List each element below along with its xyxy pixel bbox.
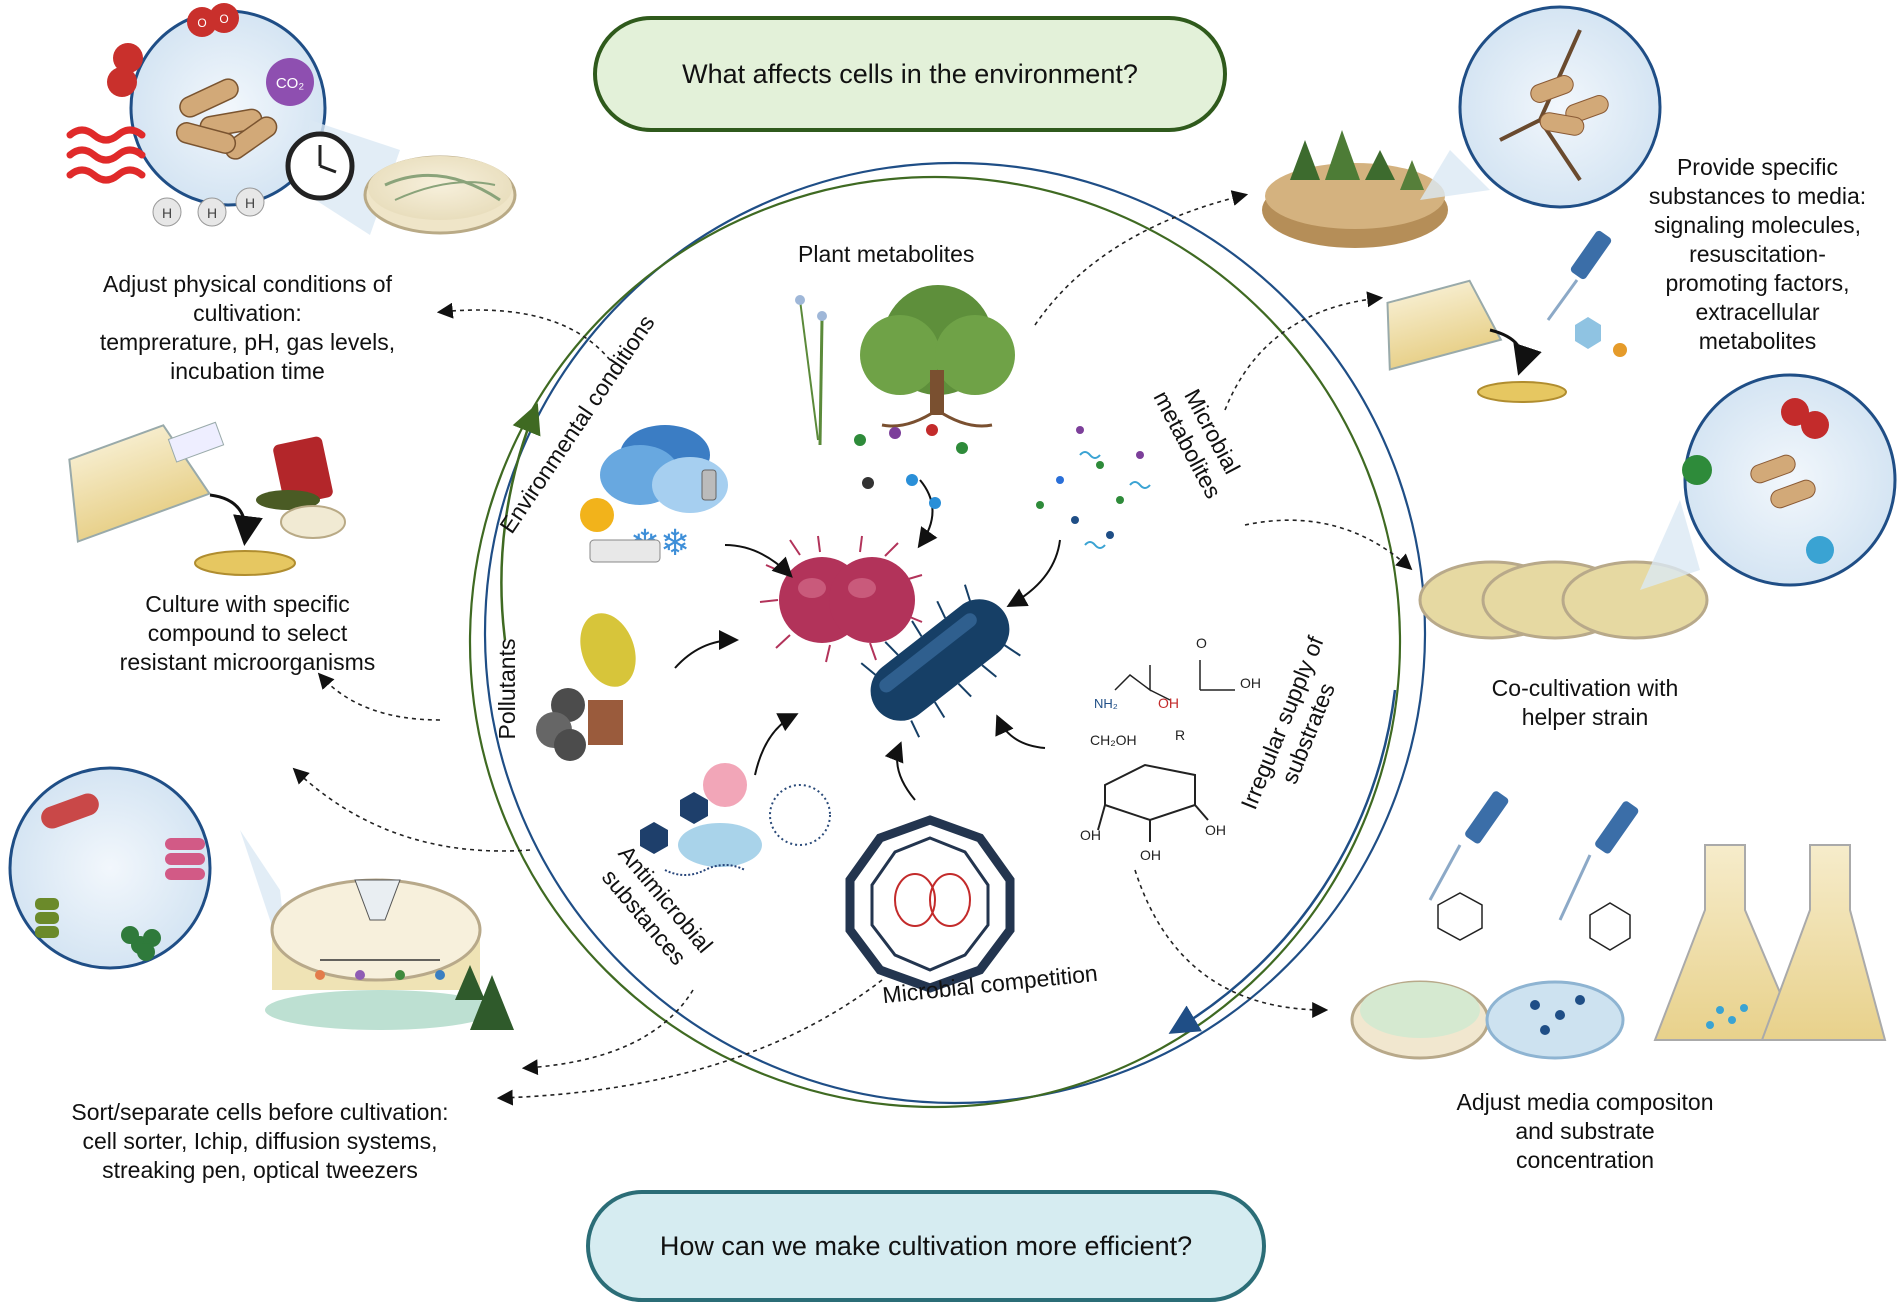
question-top: What affects cells in the environment?: [593, 16, 1227, 132]
hydrogen-label: H: [162, 205, 172, 221]
media-dishes-icon: [1350, 980, 1625, 1060]
question-bottom: How can we make cultivation more efficie…: [586, 1190, 1266, 1302]
oxygen-label: O: [219, 12, 228, 26]
amino-acid-structure-icon: [1114, 660, 1235, 701]
influence-arrows: [674, 479, 1061, 801]
label-co-cultivation: Co-cultivation with helper strain: [1491, 675, 1679, 730]
label-plant-metabolites: Plant metabolites: [798, 241, 975, 267]
pipette-icon: [1546, 230, 1627, 357]
sorting-dish-icon: [265, 878, 514, 1030]
label-adjust-media: Adjust media compositon and substrate co…: [1456, 1089, 1714, 1173]
hydroxyl-label: OH: [1140, 847, 1161, 863]
strategy-arrows: [292, 190, 1413, 1106]
oxygen-label: O: [197, 16, 206, 30]
hydroxyl-label: OH: [1158, 695, 1179, 711]
label-provide-substances: Provide specific substances to media: si…: [1648, 154, 1867, 354]
oxygen-atom-label: O: [1196, 635, 1207, 651]
label-pollutants: Pollutants: [494, 638, 520, 740]
hydrogen-icon: H H H: [152, 187, 265, 227]
erlenmeyer-flasks-icon: [1653, 844, 1887, 1041]
co-culture-dishes-icon: [1418, 560, 1709, 640]
cell-sorting-bubble: [8, 766, 290, 980]
label-adjust-physical: Adjust physical conditions of cultivatio…: [99, 271, 396, 384]
amine-label: NH₂: [1094, 696, 1118, 711]
petri-dish-icon: [1477, 381, 1567, 403]
pollution-icon: [536, 613, 636, 761]
pour-arrow: [1489, 328, 1542, 376]
hydrogen-label: H: [245, 195, 255, 211]
hydroxyl-label: OH: [1240, 675, 1261, 691]
co-culture-bubble: [1640, 373, 1897, 590]
hydroxyl-label: OH: [1205, 822, 1226, 838]
co2-icon: CO₂: [266, 58, 314, 106]
antimicrobial-icon: [640, 763, 831, 876]
rod-bacterium-icon: [860, 584, 1021, 738]
heat-wave-icon: [66, 126, 146, 184]
label-sort-separate: Sort/separate cells before cultivation: …: [71, 1099, 449, 1183]
oil-barrel-icon: [256, 436, 333, 510]
flask-pouring-icon: [68, 421, 225, 543]
ecosystem-dish-icon: [1262, 130, 1448, 248]
glucose-structure-icon: [1097, 763, 1209, 842]
flask-pouring-icon-right: [1386, 279, 1503, 371]
clock-icon: [285, 131, 355, 201]
plant-tree-icon: [795, 285, 1015, 509]
root-microbiome-bubble: [1420, 5, 1662, 209]
pipettes-icon: [1428, 791, 1639, 921]
petri-dish-streak-icon: [363, 155, 517, 235]
petri-dish-icon: [194, 505, 346, 576]
competition-octagon-icon: [845, 815, 1015, 993]
oxygen-molecule-icon: O O: [107, 3, 239, 97]
pour-arrow: [209, 493, 263, 546]
weather-cloud-icon: ❄❄: [580, 425, 728, 564]
co2-label: CO₂: [276, 75, 305, 92]
label-culture-compound: Culture with specific compound to select…: [119, 591, 376, 675]
coccus-cell-icon: [759, 535, 923, 663]
hydroxyl-label: OH: [1080, 827, 1101, 843]
nucleobase-structure-icon: [1437, 892, 1631, 951]
central-ring: [468, 161, 1427, 1109]
r-group-label: R: [1175, 727, 1185, 743]
hydrogen-label: H: [207, 205, 217, 221]
glucose-group-label: CH₂OH: [1090, 732, 1137, 748]
microbial-metabolites-dots: [1036, 426, 1151, 549]
